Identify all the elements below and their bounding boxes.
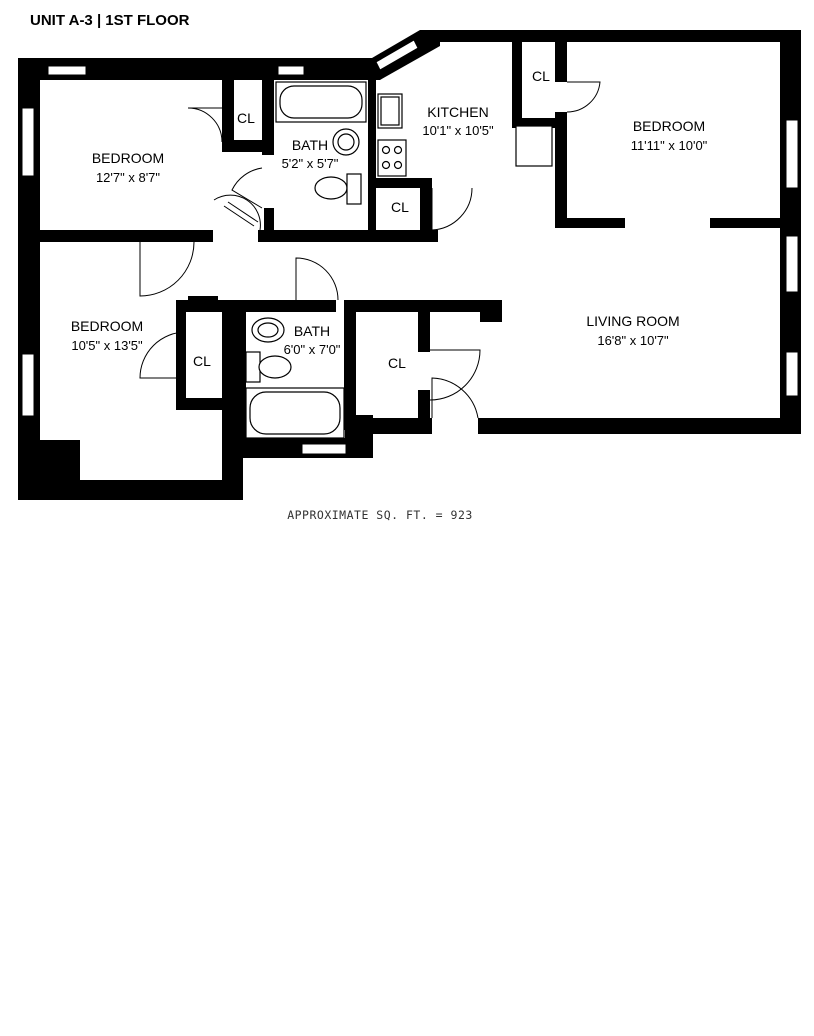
window — [21, 107, 35, 177]
window — [785, 119, 799, 189]
closet-labels: CL CL CL CL CL — [193, 68, 550, 371]
toilet-icon — [245, 351, 261, 383]
closet-label: CL — [391, 199, 409, 215]
room-name-bath-north: BATH — [292, 137, 328, 153]
exterior-walls — [18, 30, 801, 500]
room-size-living-room: 16'8" x 10'7" — [597, 333, 669, 348]
toilet-icon — [314, 176, 348, 200]
closet-label: CL — [388, 355, 406, 371]
room-name-bath-south: BATH — [294, 323, 330, 339]
closet-label: CL — [193, 353, 211, 369]
doors — [139, 81, 601, 419]
room-name-bedroom-nw: BEDROOM — [92, 150, 164, 166]
interior-walls — [18, 42, 801, 440]
room-name-bedroom-sw: BEDROOM — [71, 318, 143, 334]
room-name-bedroom-ne: BEDROOM — [633, 118, 705, 134]
closet-label: CL — [532, 68, 550, 84]
room-size-bedroom-nw: 12'7" x 8'7" — [96, 170, 160, 185]
room-name-kitchen: KITCHEN — [427, 104, 488, 120]
windows — [21, 39, 799, 455]
window — [785, 235, 799, 293]
approximate-sqft: APPROXIMATE SQ. FT. = 923 — [287, 508, 473, 522]
refrigerator-icon — [515, 125, 553, 167]
room-size-bath-south: 6'0" x 7'0" — [284, 342, 341, 357]
closet-label: CL — [237, 110, 255, 126]
room-size-kitchen: 10'1" x 10'5" — [422, 123, 494, 138]
window — [301, 443, 347, 455]
window — [47, 65, 87, 76]
window — [277, 65, 305, 76]
window — [21, 353, 35, 417]
unit-title: UNIT A-3 | 1ST FLOOR — [30, 12, 190, 29]
stove-icon — [377, 139, 407, 177]
fixtures — [245, 81, 553, 439]
room-name-living-room: LIVING ROOM — [586, 313, 679, 329]
room-labels: BEDROOM 12'7" x 8'7" BATH 5'2" x 5'7" KI… — [71, 104, 708, 357]
room-size-bath-north: 5'2" x 5'7" — [282, 156, 339, 171]
window — [785, 351, 799, 397]
room-size-bedroom-sw: 10'5" x 13'5" — [71, 338, 143, 353]
window — [375, 39, 419, 71]
room-size-bedroom-ne: 11'11" x 10'0" — [631, 138, 708, 153]
